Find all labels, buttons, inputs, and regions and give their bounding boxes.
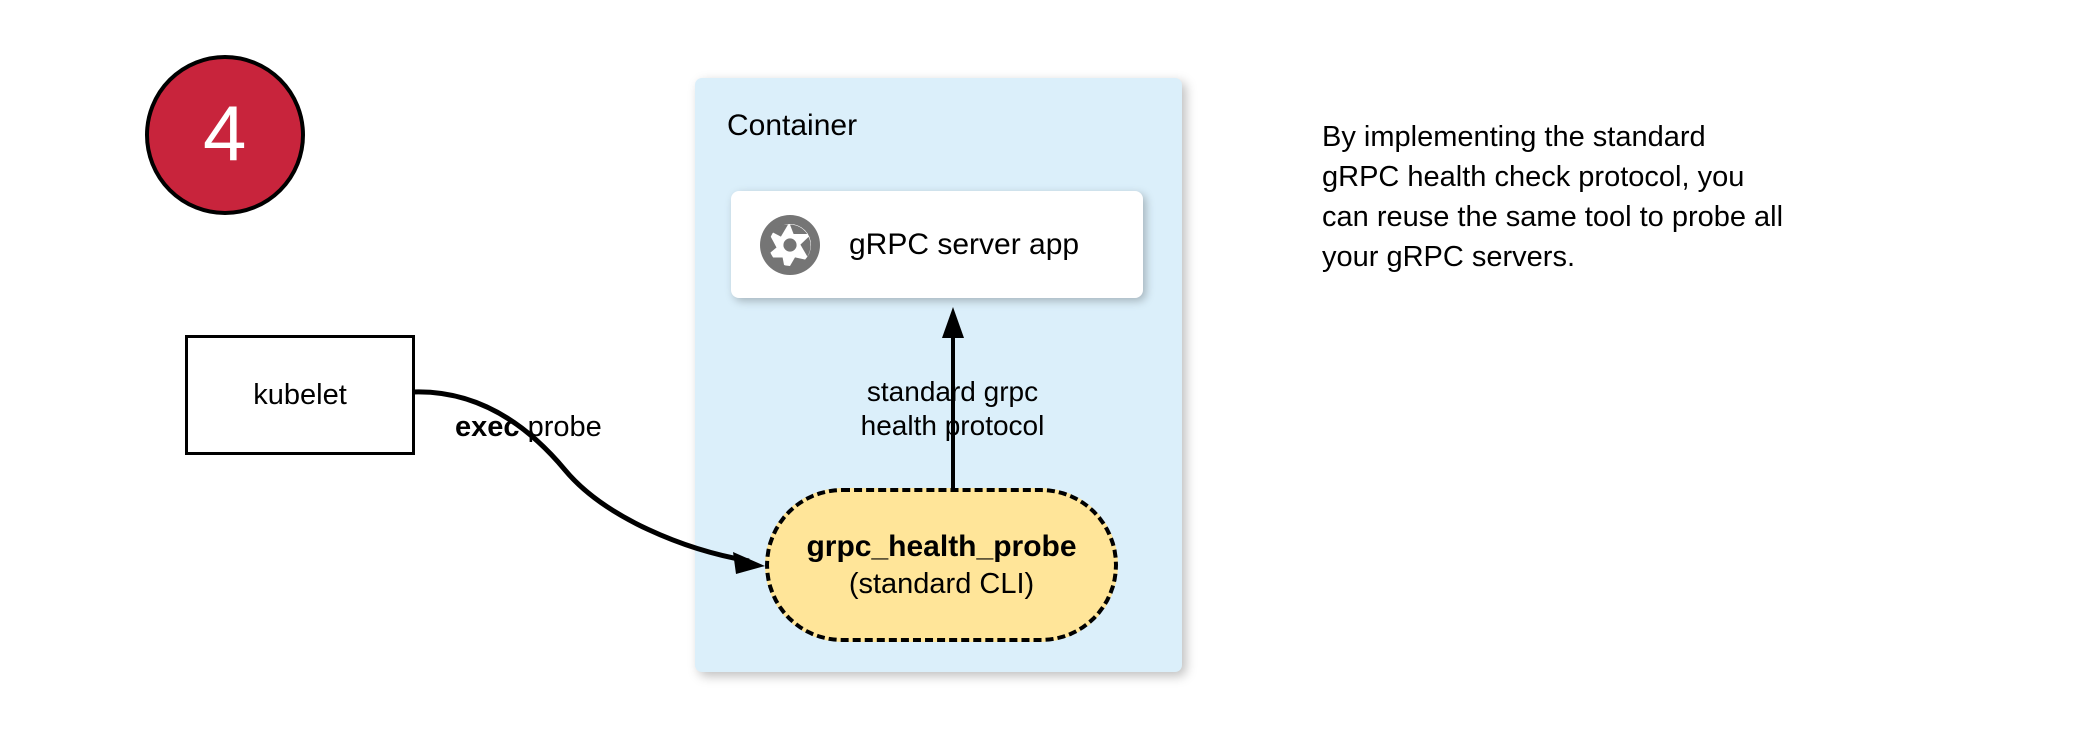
protocol-label-line1: standard grpc: [866, 376, 1039, 407]
grpc-server-app-card: gRPC server app: [731, 191, 1143, 298]
side-note-line2: gRPC health check protocol, you: [1322, 161, 1745, 194]
curved-arrow-icon: [412, 389, 765, 574]
exec-probe-label: exec probe: [455, 410, 602, 445]
side-note-line4: your gRPC servers.: [1322, 241, 1576, 274]
grpc-health-probe-title: grpc_health_probe: [806, 530, 1077, 564]
kubelet-box: kubelet: [185, 335, 415, 455]
protocol-label-line2: health protocol: [860, 410, 1045, 442]
side-note-line1: By implementing the standard: [1322, 121, 1706, 153]
aperture-icon: [760, 214, 820, 275]
side-note-line3: can reuse the same tool to probe all: [1322, 201, 1784, 234]
grpc-health-probe-pill: grpc_health_probe (standard CLI): [765, 488, 1118, 642]
exec-probe-label-rest: probe: [519, 411, 602, 443]
protocol-label: standard grpc health protocol: [780, 375, 1125, 443]
grpc-health-probe-subtitle: (standard CLI): [848, 567, 1035, 600]
kubelet-label: kubelet: [253, 378, 347, 411]
step-number-badge: 4: [145, 55, 305, 215]
grpc-server-app-label: gRPC server app: [849, 227, 1080, 261]
step-number-label: 4: [203, 89, 247, 177]
side-note: By implementing the standard gRPC health…: [1322, 117, 1922, 277]
arrow-up-icon: [942, 307, 964, 500]
exec-probe-label-bold: exec: [455, 411, 520, 443]
container-label: Container: [727, 109, 858, 142]
